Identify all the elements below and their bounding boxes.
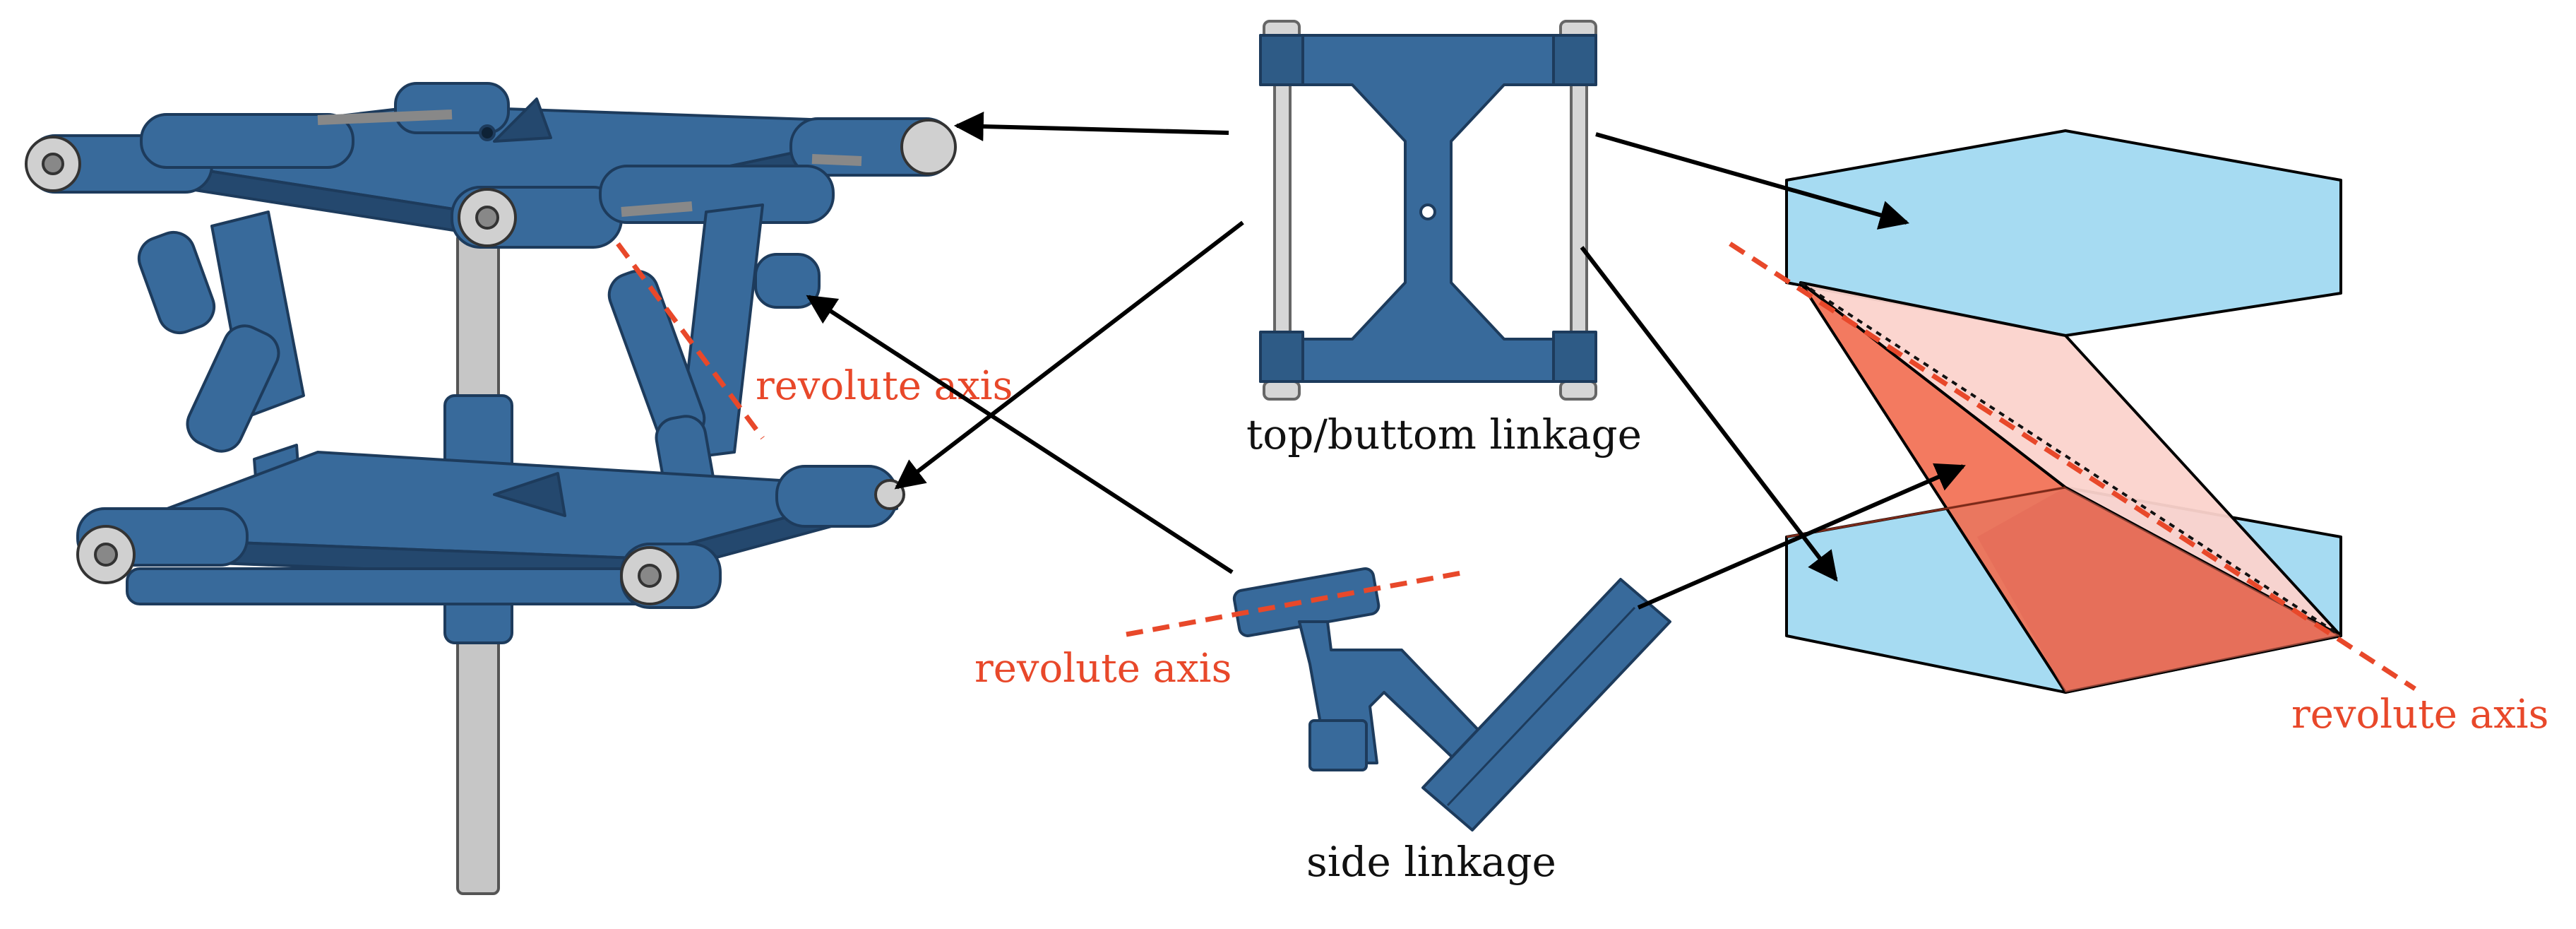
arrow-to-bottom-frame	[894, 220, 1244, 490]
side-revolute-axis-line	[1126, 569, 1466, 637]
revolute-plane-bottom-face	[1977, 487, 2341, 692]
arrow-to-top-frame	[953, 111, 1229, 141]
top-bottom-linkage-part	[1259, 20, 1597, 401]
bottom-frame	[76, 451, 905, 609]
schematic-revolute-axis-line	[1729, 242, 2416, 691]
robot-assembly	[25, 82, 957, 895]
top-bottom-linkage-label: top/buttom linkage	[1246, 410, 1642, 458]
arrow-to-top-box	[1595, 132, 1910, 230]
arrow-to-bottom-box	[1580, 246, 1838, 582]
arrows	[806, 111, 1966, 610]
assembly-revolute-axis-line	[616, 242, 765, 440]
schematic-revolute-axis-label: revolute axis	[2291, 692, 2548, 738]
side-links	[137, 203, 821, 552]
top-frame	[25, 82, 957, 249]
side-linkage-part	[1232, 567, 1671, 832]
arrow-to-plane	[1637, 463, 1966, 610]
arrow-to-side-link	[806, 295, 1234, 574]
side-revolute-axis-label: revolute axis	[974, 646, 1232, 692]
side-linkage-label: side linkage	[1306, 838, 1556, 886]
schematic	[1785, 129, 2342, 694]
